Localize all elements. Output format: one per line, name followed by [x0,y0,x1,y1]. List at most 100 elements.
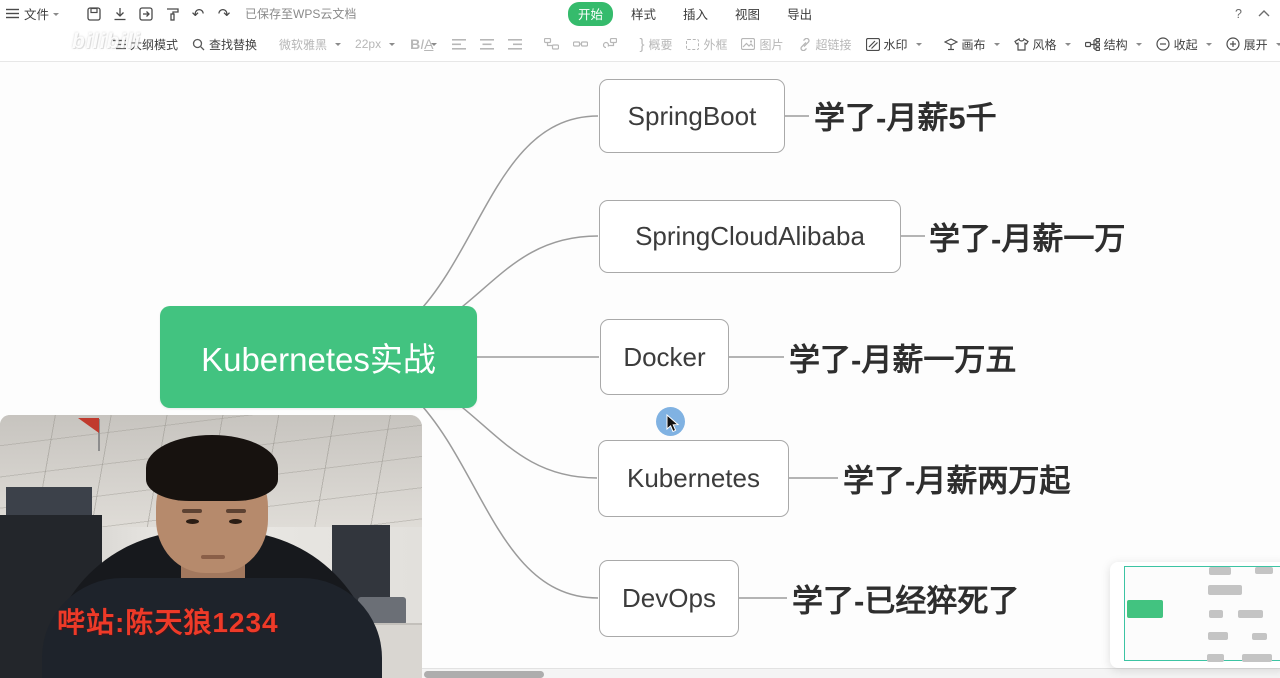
child-topic-icon [573,41,589,47]
insert-child-topic-button[interactable] [566,38,595,50]
person-shirt [42,578,382,678]
download-icon [114,7,126,20]
font-color-button[interactable]: A [424,36,434,52]
note-kubernetes[interactable]: 学了-月薪两万起 [843,463,1071,499]
align-center-icon [480,38,495,50]
chevron-down-icon [389,43,396,49]
font-family-select[interactable]: 微软雅黑 [272,36,348,53]
minimap-node-bar [1209,610,1223,618]
minimap-note-bar [1242,654,1272,662]
webcam-overlay: 哔站:陈天狼1234 [0,415,422,678]
align-left-icon [452,38,467,50]
save-button[interactable] [81,6,107,21]
root-node[interactable]: Kubernetes实战 [160,306,477,408]
frame-button[interactable]: 外框 [679,36,734,53]
hyperlink-button[interactable]: 超链接 [791,36,859,53]
saved-status: 已保存至WPS云文档 [245,7,357,21]
summary-button[interactable]: } 概要 [639,35,673,53]
collapse-ribbon-icon[interactable] [1258,10,1270,17]
expand-button[interactable]: 展开 [1219,36,1280,53]
bold-button[interactable]: B [410,36,421,52]
italic-button[interactable]: I [420,36,425,52]
node-kubernetes[interactable]: Kubernetes [598,440,789,517]
font-size-select[interactable]: 22px [348,37,402,51]
save-icon [87,6,101,21]
tab-home[interactable]: 开始 [568,1,614,26]
hyperlink-icon [799,37,810,51]
menubar: 文件 ↶ ↷ 已保存至WPS云文档 开始 样式 插入 视图 导出 ? [0,0,1280,27]
export-button[interactable] [133,6,159,21]
collapse-button[interactable]: 收起 [1149,36,1219,53]
minimap-node-bar [1209,567,1231,575]
picture-icon [741,38,756,50]
insert-parent-topic-button[interactable] [595,38,624,50]
style-button[interactable]: 风格 [1007,36,1078,53]
canvas-button[interactable]: 画布 [937,36,1007,53]
structure-icon [1084,37,1100,51]
picture-button[interactable]: 图片 [734,36,790,53]
minimap-node-bar [1208,585,1242,595]
camera-watermark-text: 哔站:陈天狼1234 [57,607,279,638]
node-springcloudalibaba[interactable]: SpringCloudAlibaba [599,200,901,273]
minimap-note-bar [1252,633,1267,640]
hamburger-icon [6,8,19,19]
canvas-icon [943,37,958,50]
person-eyebrow [226,509,246,513]
menu-tabs: 开始 样式 插入 视图 导出 [568,0,821,27]
export-icon [139,6,153,21]
align-center-button[interactable] [473,38,501,50]
minimap-note-bar [1238,610,1263,618]
minimap-panel[interactable] [1110,562,1280,668]
note-devops[interactable]: 学了-已经猝死了 [792,583,1020,619]
node-devops[interactable]: DevOps [599,560,739,637]
chevron-down-icon [53,12,60,19]
chevron-down-icon [1275,43,1280,49]
note-springcloudalibaba[interactable]: 学了-月薪一万 [929,221,1126,257]
chevron-down-icon [993,43,1000,49]
find-replace-button[interactable]: 查找替换 [185,36,264,53]
help-button[interactable]: ? [1235,6,1242,21]
sibling-topic-icon [544,38,560,50]
expand-icon [1225,37,1240,51]
tab-view[interactable]: 视图 [735,8,761,22]
outline-mode-button[interactable]: 大纲模式 [106,36,185,53]
chevron-down-icon [431,43,438,49]
chevron-down-icon [1135,43,1142,49]
align-right-icon [508,38,523,50]
tab-export[interactable]: 导出 [787,8,813,22]
person-eyebrow [182,509,202,513]
note-docker[interactable]: 学了-月薪一万五 [789,342,1017,378]
watermark-button[interactable]: 水印 [859,36,929,53]
file-menu-label: 文件 [24,8,50,22]
align-left-button[interactable] [445,38,473,50]
note-springboot[interactable]: 学了-月薪5千 [814,100,997,136]
download-button[interactable] [107,7,133,21]
collapse-icon [1155,37,1170,51]
node-docker[interactable]: Docker [600,319,729,395]
tab-insert[interactable]: 插入 [683,8,709,22]
chevron-down-icon [1205,43,1212,49]
undo-button[interactable]: ↶ [191,5,205,23]
mouse-cursor-icon [666,414,680,433]
tshirt-icon [1013,37,1029,51]
chevron-down-icon [1064,43,1071,49]
align-right-button[interactable] [501,38,529,50]
brace-icon: } [639,35,645,53]
minimap-note-bar [1255,567,1273,574]
red-flag [78,418,99,433]
horizontal-scrollbar-thumb[interactable] [424,670,544,678]
chevron-down-icon [335,43,342,49]
minimap-node-bar [1208,632,1228,640]
horizontal-scrollbar-track[interactable] [0,668,1280,678]
format-painter-button[interactable] [159,7,185,21]
structure-button[interactable]: 结构 [1078,36,1149,53]
flag-pole [98,419,100,451]
insert-sibling-topic-button[interactable] [537,38,566,50]
search-icon [192,38,205,50]
person-hair [146,435,278,501]
redo-button[interactable]: ↷ [217,5,231,23]
file-menu[interactable]: 文件 [0,4,65,23]
tab-style[interactable]: 样式 [631,8,657,22]
watermark-icon [865,37,880,51]
node-springboot[interactable]: SpringBoot [599,79,785,153]
